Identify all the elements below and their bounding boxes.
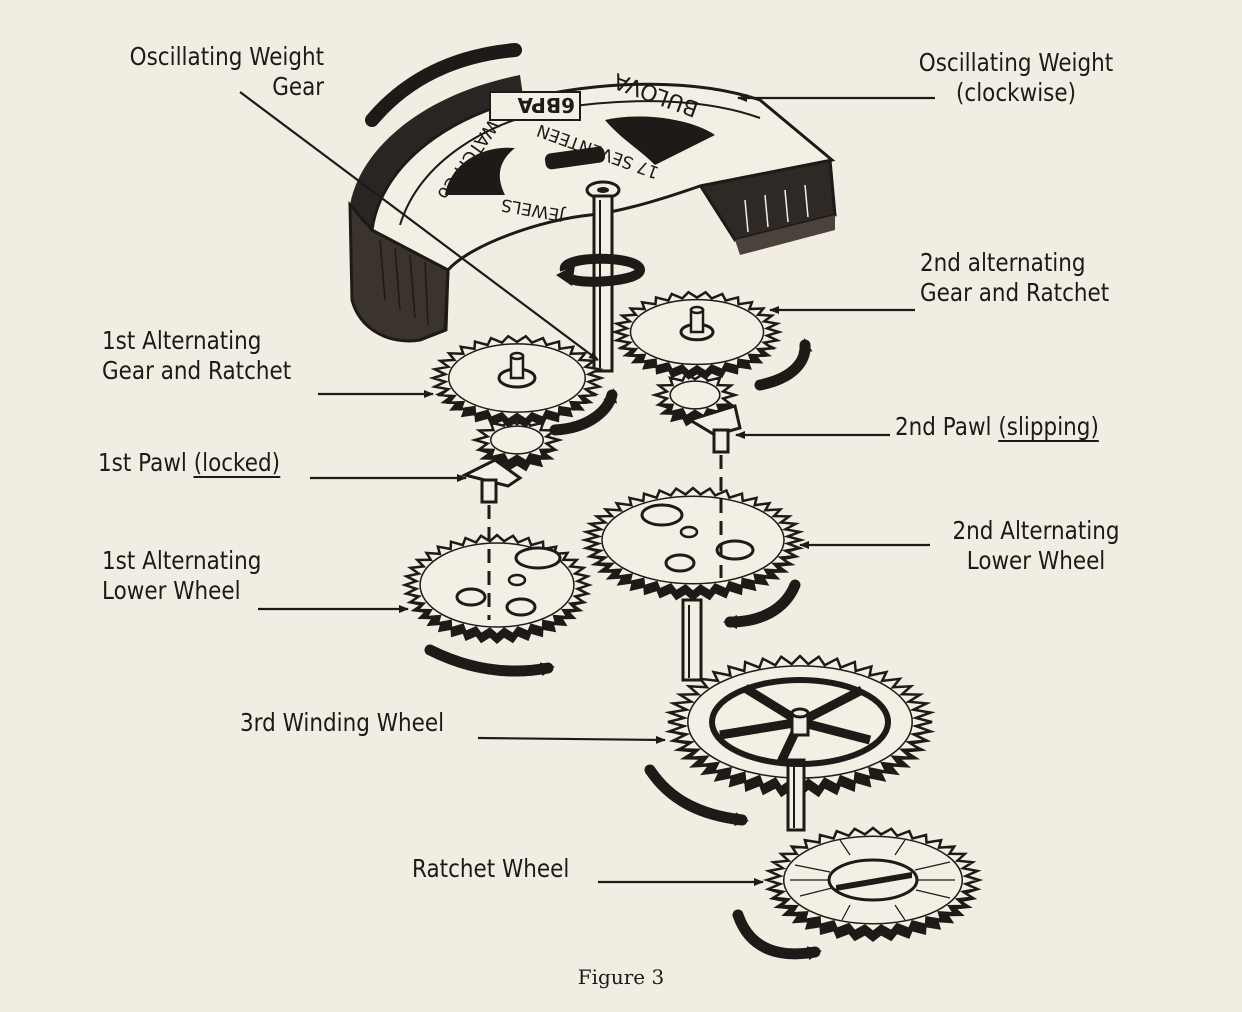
osc-weight-line2: (clockwise) [956, 78, 1076, 107]
label-3rd-winding-wheel: 3rd Winding Wheel [240, 708, 444, 738]
figure-caption: Figure 3 [577, 965, 665, 989]
alt2-rotation-arrow-icon [754, 338, 813, 391]
osc-gear-line1: Oscillating Weight [129, 42, 324, 71]
alternating-gear-1 [428, 334, 606, 428]
ratchet-text: Ratchet Wheel [412, 854, 570, 883]
weight-rotation-arrow-icon [365, 43, 522, 127]
alt1-gear-line2: Gear and Ratchet [102, 356, 292, 385]
oscillating-weight: BULOVA 6BPA WATCH Co 17 SEVENTEEN JEWELS [348, 67, 837, 343]
label-ratchet-wheel: Ratchet Wheel [412, 854, 569, 884]
alternating-gear-2 [610, 290, 784, 380]
osc-gear-leader [239, 91, 599, 361]
weight-code-text: 6BPA [517, 93, 575, 117]
lower2-rotation-arrow-icon [723, 579, 801, 629]
lower1-line1: 1st Alternating [102, 546, 262, 575]
alt1-gear-line1: 1st Alternating [102, 326, 262, 355]
winding-leader [477, 735, 666, 744]
lower1-rotation-arrow-icon [424, 644, 555, 677]
lower-arbors [681, 598, 806, 832]
pawl-1 [460, 458, 523, 620]
ratchet-wheel-slot [790, 839, 955, 921]
pawl1-prefix: 1st Pawl [98, 448, 194, 477]
lower2-line1: 2nd Alternating [952, 516, 1120, 545]
ratchet-rotation-arrow-icon [732, 909, 822, 961]
label-oscillating-weight: Oscillating Weight (clockwise) [915, 48, 1118, 108]
lower-wheel-1-holes [455, 546, 562, 617]
osc-gear-line2: Gear [272, 72, 324, 101]
winding-rotation-arrow-icon [644, 764, 749, 827]
label-1st-pawl: 1st Pawl (locked) [98, 448, 281, 478]
pawl-2 [686, 404, 742, 578]
gears-layer [401, 290, 984, 942]
leader-lines [239, 91, 935, 886]
pawl1-state: (locked) [193, 448, 281, 478]
osc-weight-line1: Oscillating Weight [918, 48, 1114, 77]
pawl2-state: (slipping) [998, 412, 1099, 442]
lower-wheel-2-holes [640, 503, 755, 573]
lower1-line2: Lower Wheel [102, 576, 241, 605]
label-1st-alternating-gear: 1st Alternating Gear and Ratchet [102, 326, 291, 386]
alt2-gear-line1: 2nd alternating [920, 248, 1086, 277]
alt2-gear-line2: Gear and Ratchet [920, 278, 1110, 307]
pawl2-prefix: 2nd Pawl [895, 412, 999, 441]
label-2nd-pawl: 2nd Pawl (slipping) [895, 412, 1099, 442]
weight-arbor [556, 194, 646, 373]
alt1-rotation-arrow-icon [549, 388, 618, 436]
label-oscillating-weight-gear: Oscillating Weight Gear [130, 42, 324, 102]
label-1st-alternating-lower-wheel: 1st Alternating Lower Wheel [102, 546, 261, 606]
lower-wheel-1 [401, 533, 593, 644]
winding3-text: 3rd Winding Wheel [240, 708, 445, 737]
lower-wheel-2 [580, 486, 806, 601]
rotation-arrows [424, 338, 822, 961]
label-2nd-alternating-lower-wheel: 2nd Alternating Lower Wheel [945, 516, 1127, 576]
winding-wheel-hub [790, 707, 810, 737]
lower2-line2: Lower Wheel [966, 546, 1106, 575]
label-2nd-alternating-gear: 2nd alternating Gear and Ratchet [920, 248, 1109, 308]
